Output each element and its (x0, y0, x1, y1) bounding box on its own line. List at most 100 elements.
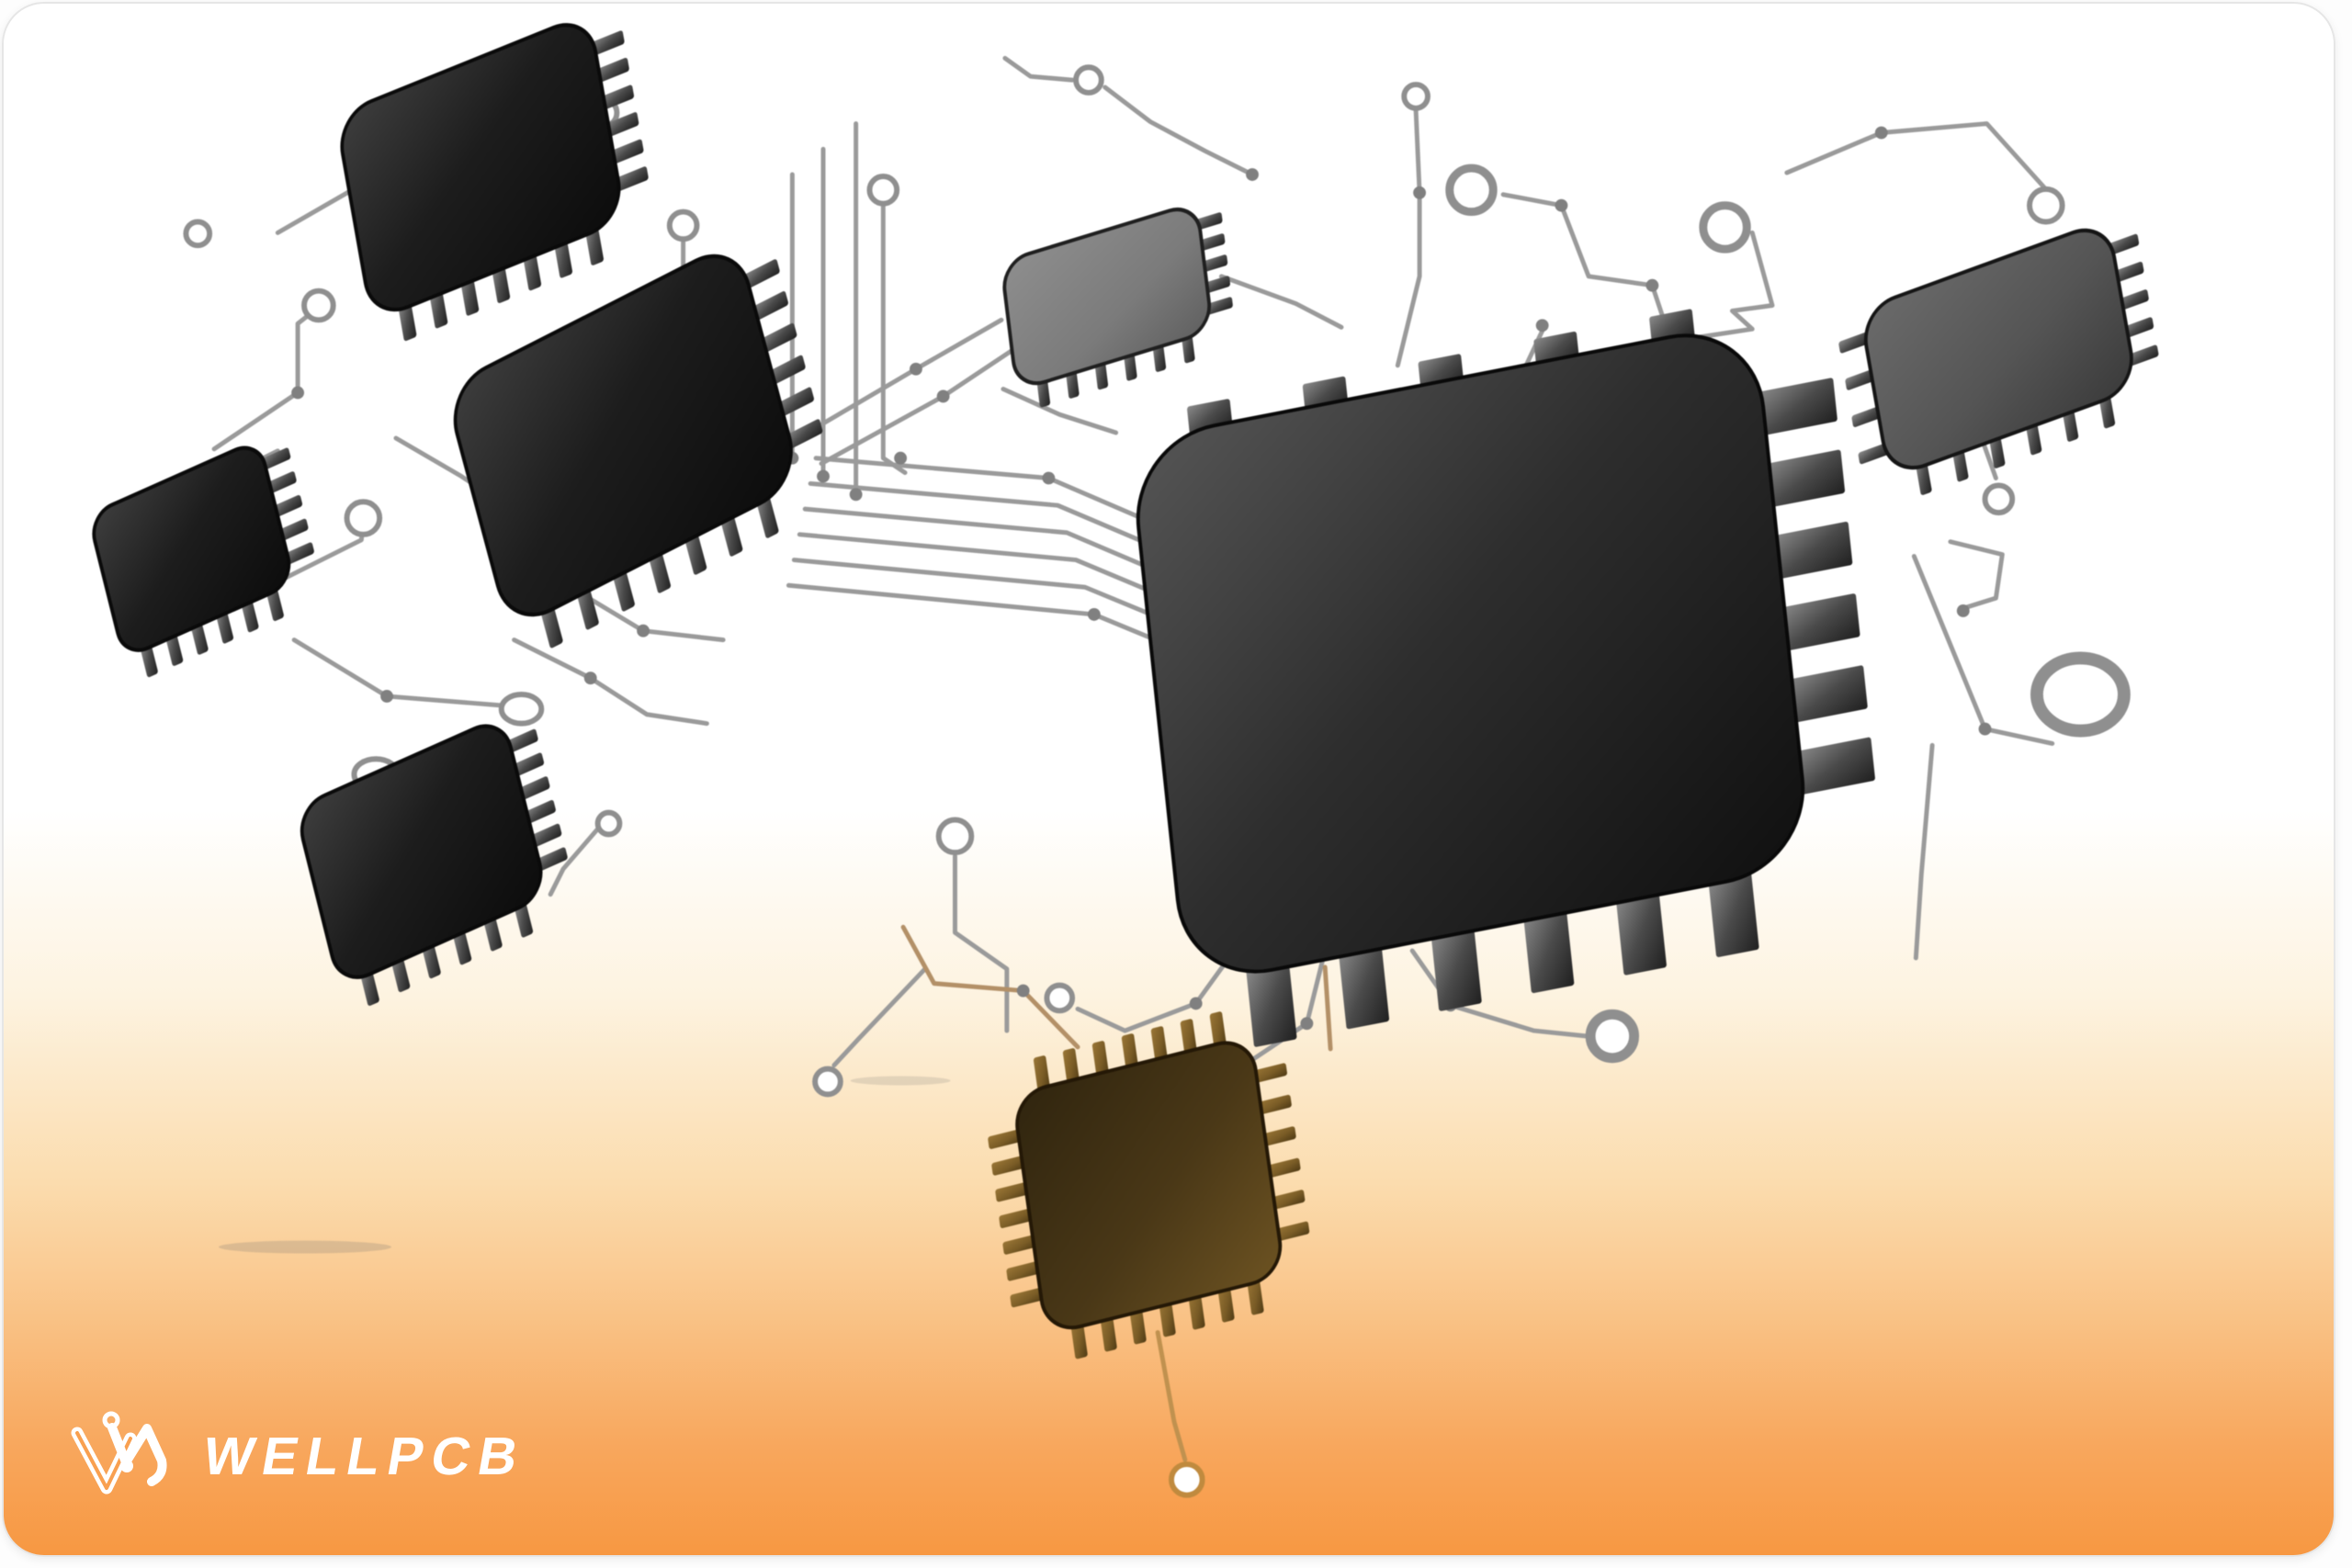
circuit-trace (1948, 539, 2005, 610)
circuit-trace (1002, 55, 1075, 83)
circuit-trace (808, 480, 1193, 564)
chip-pin (1204, 297, 1233, 316)
circuit-trace (291, 637, 503, 708)
chip-pin (576, 585, 599, 630)
circuit-trace (1075, 948, 1237, 1033)
chip-pin (2121, 317, 2154, 339)
solder-pad (866, 174, 900, 207)
solder-pad (1699, 201, 1751, 254)
chip-pin (1209, 1011, 1227, 1050)
chip-pin (522, 799, 556, 825)
solder-pad (1044, 982, 1076, 1014)
chip-body (1863, 228, 2133, 470)
solder-pad (1169, 1461, 1205, 1498)
chip-pin (1523, 908, 1575, 994)
chip-pin (758, 322, 797, 355)
solder-pad (594, 809, 623, 838)
solder-pad (301, 288, 336, 323)
chip-pin (2116, 289, 2149, 311)
solder-pad (1585, 1009, 1640, 1064)
chip-pin (1246, 961, 1297, 1047)
chip-pin (1786, 665, 1868, 724)
circuit-scene (92, 23, 2159, 1498)
chip-pin (515, 776, 550, 802)
chip-pin (1430, 925, 1482, 1011)
trace-node (1016, 984, 1030, 998)
chip-pin (1263, 1157, 1301, 1179)
circuit-trace (1001, 387, 1119, 435)
circuit-trace (512, 637, 709, 727)
chip-pin (2107, 233, 2140, 256)
chip-pin (2126, 344, 2159, 367)
solder-pad (498, 692, 545, 727)
chip-pin (766, 355, 806, 387)
chip-pin (1217, 1283, 1235, 1323)
chip-pin (1100, 1313, 1117, 1352)
trace-node (910, 362, 922, 376)
chip-body (340, 23, 621, 312)
trace-node (1413, 186, 1427, 199)
shadow-smudge (850, 1076, 951, 1086)
chip-pin (1002, 1234, 1040, 1255)
chip-main (1136, 309, 1875, 1047)
solder-pad (812, 1066, 843, 1098)
chip-pin (720, 512, 743, 557)
chip-pin (504, 728, 538, 754)
trace-node (380, 690, 393, 703)
chip-pin (1260, 1126, 1296, 1147)
chip-pin (1793, 737, 1875, 795)
chip-pin (1070, 1320, 1088, 1359)
chip-top-center-gray (1002, 207, 1233, 408)
chip-pin (598, 85, 635, 111)
trace-node (1645, 278, 1659, 292)
chip-pin (398, 300, 417, 342)
solder-pad (183, 219, 213, 249)
solder-pad (1073, 64, 1104, 96)
trace-node (1555, 198, 1568, 212)
chip-pin (991, 1155, 1028, 1176)
chip-pin (1010, 1287, 1047, 1308)
circuit-trace (211, 305, 322, 452)
chip-pin (1756, 378, 1838, 436)
solder-pad (935, 817, 975, 856)
chip-pin (756, 493, 779, 538)
chip-pin (1255, 1094, 1292, 1115)
chip-pin (608, 139, 644, 165)
circuit-trace (1395, 108, 1422, 368)
chip-pin (1062, 1048, 1080, 1087)
chip-pin (988, 1128, 1024, 1149)
circuit-trace (813, 456, 1182, 537)
circuit-trace (1322, 964, 1333, 1052)
chip-pin (1708, 871, 1759, 957)
chip-pin (612, 567, 635, 612)
chip-pin (741, 259, 780, 290)
trace-node (849, 488, 863, 502)
chip-pin (750, 291, 788, 322)
chip-right (1838, 228, 2159, 495)
chip-pin (1838, 332, 1871, 354)
chip-pin (1615, 889, 1667, 976)
chip-pin (1771, 521, 1853, 580)
shadow-smudge (219, 1240, 392, 1254)
trace-node (1535, 319, 1549, 333)
chip-pin (1851, 405, 1884, 427)
chip-pin (1339, 943, 1390, 1030)
chip-pin (589, 30, 625, 57)
chip-pin (1129, 1305, 1147, 1345)
chip-body (1002, 207, 1212, 386)
chip-pin (995, 1181, 1032, 1202)
chip-left-large (453, 254, 823, 649)
chip-pin (784, 419, 823, 450)
trace-node (1189, 997, 1203, 1010)
chip-pin (527, 823, 562, 849)
circuit-trace (1913, 742, 1935, 961)
chip-pin (1150, 1026, 1169, 1065)
chip-top-left (340, 23, 649, 342)
chip-pin (1250, 1063, 1287, 1084)
wellpcb-logo: WELLPCB (70, 1409, 531, 1505)
circuit-trace (1155, 1330, 1188, 1462)
chip-pin (603, 112, 639, 139)
chip-pin (1180, 1019, 1197, 1057)
trace-node (894, 451, 908, 465)
trace-node (291, 386, 305, 400)
